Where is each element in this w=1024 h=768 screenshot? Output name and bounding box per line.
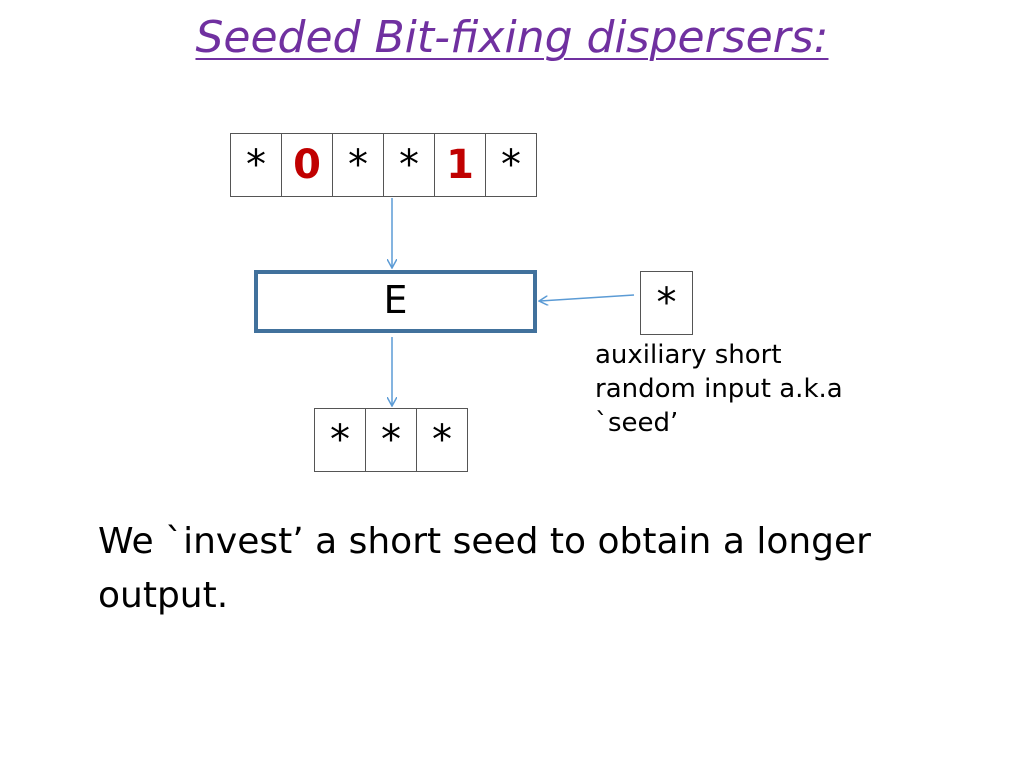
input-cell: * bbox=[486, 133, 537, 197]
extractor-box: E bbox=[254, 270, 537, 333]
seed-cell: * bbox=[641, 271, 693, 335]
output-bit-string: * * * bbox=[314, 408, 468, 472]
arrow-seed-to-extractor bbox=[540, 294, 635, 301]
input-cell: * bbox=[333, 133, 384, 197]
seed-box: * bbox=[640, 271, 693, 335]
extractor-label: E bbox=[383, 278, 408, 322]
input-cell: * bbox=[231, 133, 282, 197]
output-cell: * bbox=[417, 408, 468, 472]
output-cell: * bbox=[366, 408, 417, 472]
input-bit-string: * 0 * * 1 * bbox=[230, 133, 537, 197]
output-cell: * bbox=[315, 408, 366, 472]
input-cell-fixed: 0 bbox=[282, 133, 333, 197]
input-cell-fixed: 1 bbox=[435, 133, 486, 197]
slide-title: Seeded Bit-fixing dispersers: bbox=[195, 12, 829, 63]
body-text: We `invest’ a short seed to obtain a lon… bbox=[98, 521, 871, 616]
seed-caption: auxiliary short random input a.k.a `seed… bbox=[595, 340, 843, 438]
input-cell: * bbox=[384, 133, 435, 197]
